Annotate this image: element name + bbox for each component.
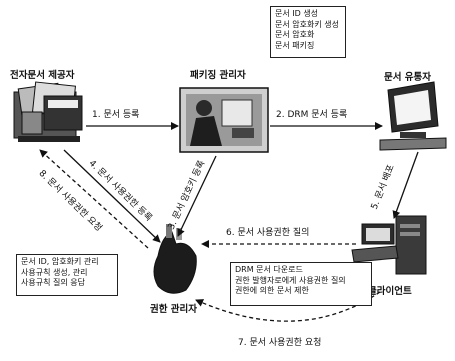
document-stack-icon — [14, 82, 82, 142]
rights-manager-label: 권한 관리자 — [150, 304, 197, 315]
client-task-2: 권한 발행자로에게 사용권한 질의 — [235, 276, 367, 287]
edge-label-6: 6. 문서 사용권한 질의 — [226, 228, 309, 239]
rights-task-2: 사용규칙 생성, 관리 — [21, 268, 113, 279]
packager-task-2: 문서 암호화키 생성 — [275, 20, 341, 31]
edge-label-1: 1. 문서 등록 — [92, 110, 139, 121]
packager-task-4: 문서 패키징 — [275, 41, 341, 52]
packager-photo-icon — [180, 88, 268, 152]
client-task-1: DRM 문서 다운로드 — [235, 265, 367, 276]
rights-tasks-box: 문서 ID, 암호화키 관리 사용규칙 생성, 관리 사용규칙 질의 응답 — [16, 254, 118, 296]
client-label: 클라이언트 — [368, 286, 412, 297]
distributor-label: 문서 유통자 — [384, 72, 431, 83]
packager-task-1: 문서 ID 생성 — [275, 9, 341, 20]
edge-line-4 — [64, 150, 160, 242]
client-tasks-box: DRM 문서 다운로드 권한 발행자로에게 사용권한 질의 권한에 의한 문서 … — [230, 262, 372, 306]
client-task-3: 권한에 의한 문서 제한 — [235, 286, 367, 297]
rights-task-1: 문서 ID, 암호화키 관리 — [21, 257, 113, 268]
rights-manager-icon — [154, 224, 196, 293]
provider-label: 전자문서 제공자 — [10, 70, 75, 81]
packager-label: 패키징 관리자 — [190, 70, 246, 81]
packager-task-3: 문서 암호화 — [275, 30, 341, 41]
edge-line-5 — [394, 152, 418, 218]
monitor-icon — [380, 82, 446, 150]
rights-task-3: 사용규칙 질의 응답 — [21, 278, 113, 289]
edge-label-7: 7. 문서 사용권한 요청 — [238, 338, 321, 349]
packager-tasks-box: 문서 ID 생성 문서 암호화키 생성 문서 암호화 문서 패키징 — [270, 6, 346, 58]
edge-label-2: 2. DRM 문서 등록 — [276, 110, 347, 121]
